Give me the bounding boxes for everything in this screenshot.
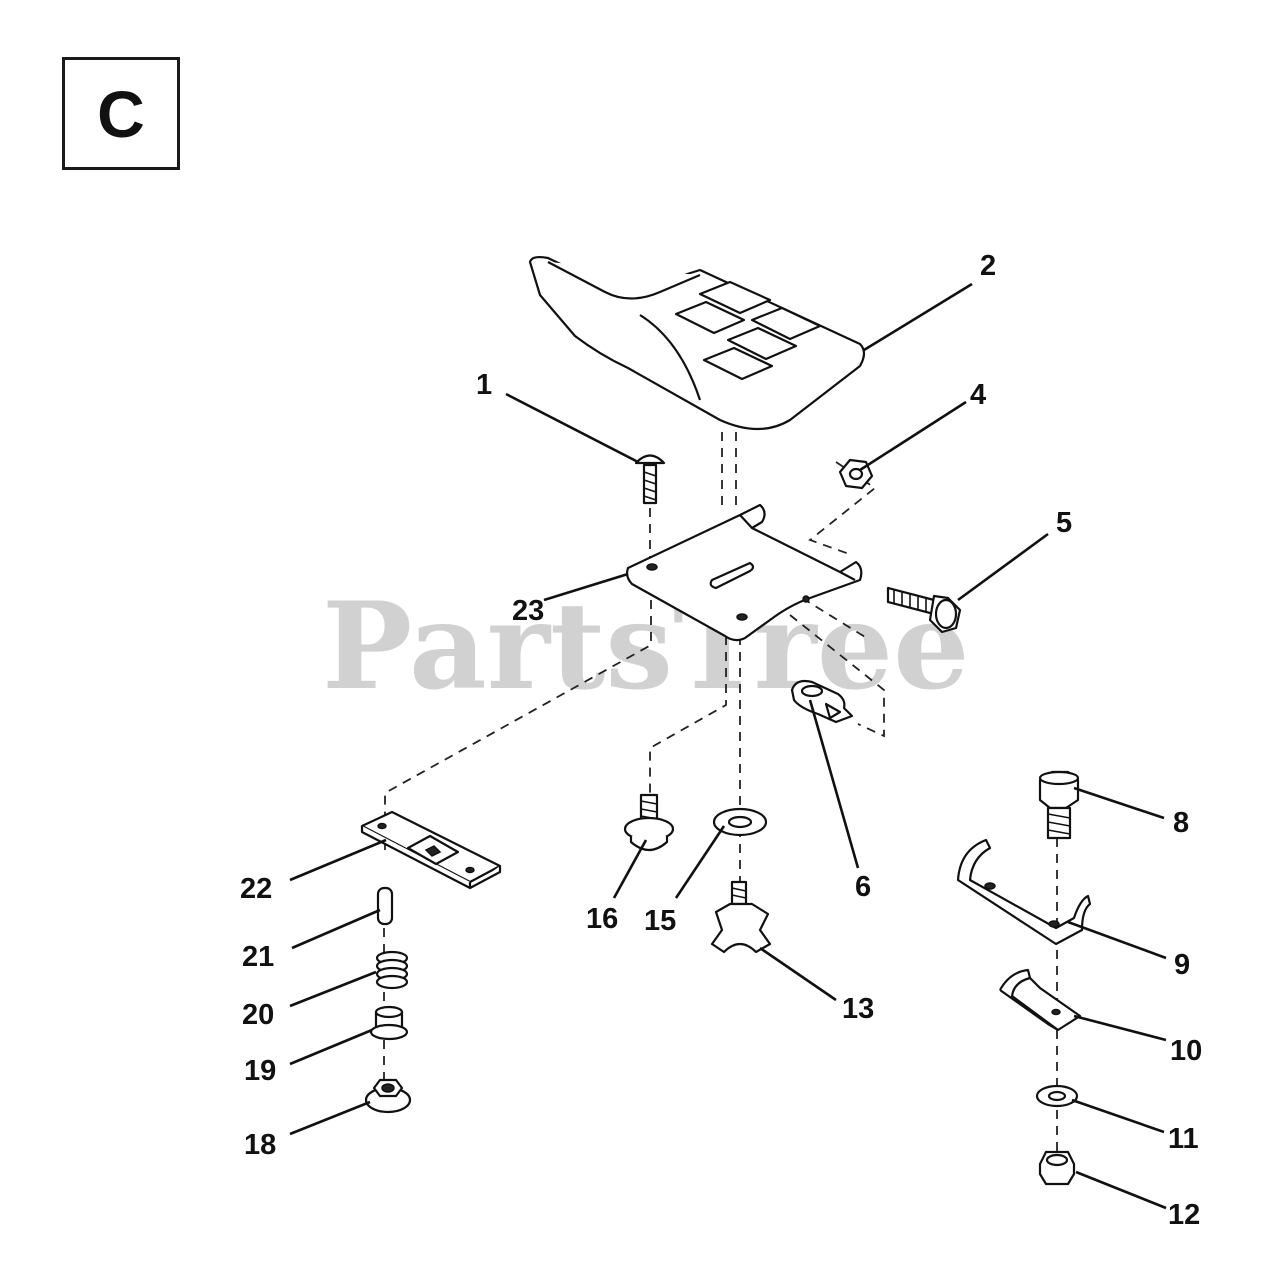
- callout-16: 16: [586, 903, 618, 935]
- leader-lines: [289, 282, 1167, 1210]
- callout-1: 1: [476, 369, 492, 401]
- callout-23: 23: [512, 595, 544, 627]
- part-21-pin-icon: [376, 886, 394, 926]
- callout-2: 2: [980, 250, 996, 282]
- part-8-hex-bolt-icon: [1038, 770, 1080, 840]
- part-19-spacer-nut-icon: [369, 1005, 409, 1041]
- part-5-hex-bolt-icon: [886, 586, 962, 634]
- part-11-washer-icon: [1035, 1084, 1079, 1108]
- callout-19: 19: [244, 1055, 276, 1087]
- watermark-text: PartsTree: [322, 576, 969, 717]
- part-22-slide-plate-icon: [360, 810, 502, 890]
- callout-13: 13: [842, 993, 874, 1025]
- callout-22: 22: [240, 873, 272, 905]
- callout-6: 6: [855, 871, 871, 903]
- callout-10: 10: [1170, 1035, 1202, 1067]
- callout-9: 9: [1174, 949, 1190, 981]
- part-20-spring-icon: [375, 950, 409, 990]
- callout-15: 15: [644, 905, 676, 937]
- part-15-washer-icon: [712, 807, 768, 837]
- callout-8: 8: [1173, 807, 1189, 839]
- callout-4: 4: [970, 379, 986, 411]
- part-10-spring-plate-icon: [999, 968, 1082, 1032]
- part-2-seat-icon: [528, 256, 866, 430]
- part-23-seat-pan-icon: [626, 503, 863, 642]
- part-9-bracket-icon: [956, 838, 1092, 946]
- callout-11: 11: [1168, 1123, 1199, 1155]
- part-12-lock-nut-icon: [1038, 1150, 1076, 1186]
- section-label: C: [62, 57, 180, 170]
- callout-20: 20: [242, 999, 274, 1031]
- callout-21: 21: [242, 941, 274, 973]
- part-6-clip-icon: [790, 679, 854, 724]
- part-1-carriage-bolt-icon: [634, 454, 666, 505]
- callout-18: 18: [244, 1129, 276, 1161]
- callout-12: 12: [1168, 1199, 1200, 1231]
- callout-labels: 1 2 4 5 6 8 9 10 11 12 13 15 16 18 19 20…: [240, 250, 1202, 1231]
- callout-5: 5: [1056, 507, 1072, 539]
- part-13-knob-icon: [710, 880, 772, 954]
- part-16-shoulder-bolt-icon: [623, 793, 675, 852]
- part-18-flange-nut-icon: [364, 1078, 412, 1114]
